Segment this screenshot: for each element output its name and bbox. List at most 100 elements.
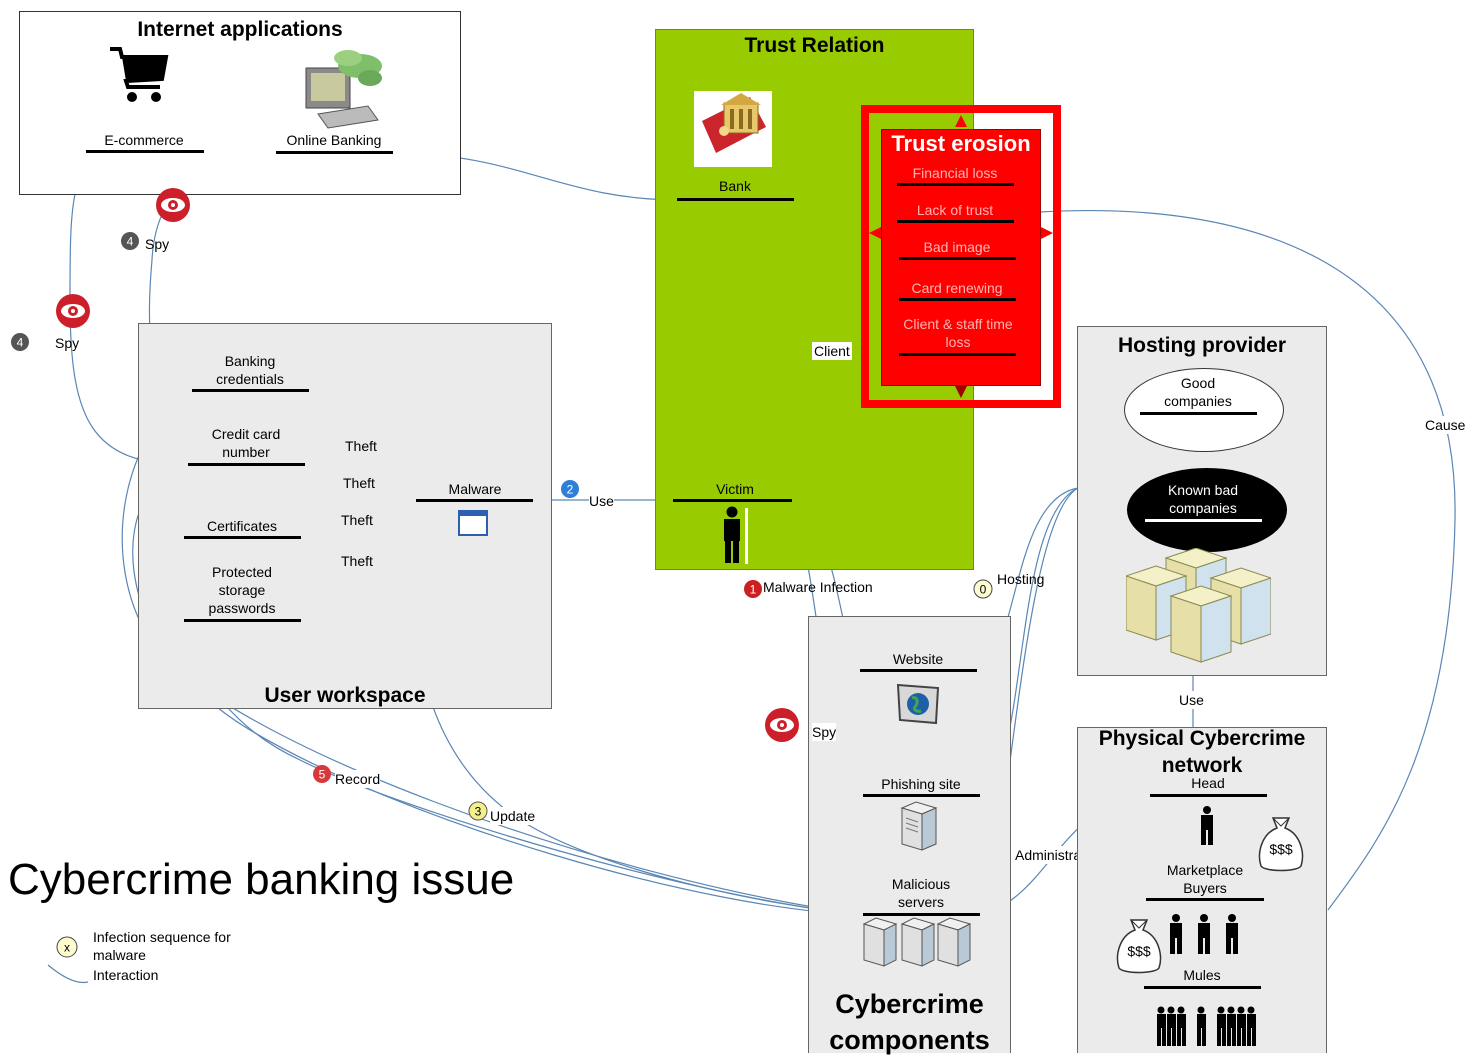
svg-text:5: 5 <box>319 768 326 782</box>
phishing-site-label: Phishing site <box>881 776 961 792</box>
spy-eye-icon <box>156 188 190 222</box>
theft-label-1: Theft <box>345 438 377 454</box>
svg-text:2: 2 <box>567 483 574 497</box>
cybercrime-components-title: Cybercrime components <box>829 989 990 1055</box>
erosion-underline-5 <box>899 353 1016 356</box>
svg-text:$$$: $$$ <box>1127 943 1151 959</box>
mules-people-icon <box>1157 1006 1256 1046</box>
connector-record <box>132 464 867 916</box>
good-companies-underline <box>1140 412 1257 415</box>
trust-erosion-title: Trust erosion <box>891 131 1031 156</box>
physical-network-panel <box>1077 727 1327 1053</box>
hosting-provider-title: Hosting provider <box>1117 334 1286 357</box>
legend-step-marker: x <box>56 936 78 958</box>
good-companies-label: Good companies <box>1164 375 1232 409</box>
trust-erosion-frame <box>861 105 1061 408</box>
certificates-underline <box>184 536 301 539</box>
erosion-item-time-loss: Client & staff time loss <box>903 316 1013 350</box>
certificates-label: Certificates <box>206 518 278 534</box>
client-label: Client <box>812 342 852 360</box>
spy-eye-icon <box>765 708 799 742</box>
banking-credentials-label: Banking credentials <box>216 353 284 387</box>
malware-label: Malware <box>448 481 502 497</box>
money-bag-icon: $$$ <box>1116 919 1162 974</box>
physical-network-title: Physical Cybercrime network <box>1098 727 1306 777</box>
erosion-item-card-renewing: Card renewing <box>911 280 1003 296</box>
marketplace-buyers-label: Marketplace Buyers <box>1166 862 1244 896</box>
head-underline <box>1150 794 1267 797</box>
servers-icon <box>862 917 972 967</box>
good-companies-ellipse <box>1124 368 1284 452</box>
person-icon <box>1201 806 1213 845</box>
step-2-marker: 2 <box>561 480 579 498</box>
erosion-underline-3 <box>899 257 1016 260</box>
step-3-marker: 3 <box>468 801 488 821</box>
internet-applications-panel <box>19 11 461 195</box>
legend-interaction-label: Interaction <box>93 967 159 983</box>
victim-label: Victim <box>716 481 754 497</box>
mules-label: Mules <box>1183 967 1221 983</box>
malicious-servers-label: Malicious servers <box>891 876 951 910</box>
erosion-underline-1 <box>897 183 1014 186</box>
connector-cause <box>1039 209 1456 911</box>
theft-label-2: Theft <box>343 475 375 491</box>
online-banking-icon <box>305 50 382 129</box>
step-0-marker: 0 <box>973 579 993 599</box>
phishing-site-underline <box>863 794 980 797</box>
svg-text:3: 3 <box>475 805 482 819</box>
step-5-marker: 5 <box>313 765 331 783</box>
head-label: Head <box>1191 775 1225 791</box>
erosion-underline-2 <box>897 220 1014 223</box>
server-icon <box>900 801 938 851</box>
money-bag-icon: $$$ <box>1258 817 1304 872</box>
spy-label-3: Spy <box>812 723 837 741</box>
online-banking-label: Online Banking <box>286 132 382 148</box>
ecommerce-label: E-commerce <box>104 132 184 148</box>
user-workspace-title: User workspace <box>264 684 426 707</box>
protected-storage-underline <box>184 619 301 622</box>
website-underline <box>860 669 977 672</box>
spy-eye-icon <box>56 294 90 328</box>
svg-text:x: x <box>64 941 70 955</box>
theft-label-3: Theft <box>341 512 373 528</box>
theft-label-4: Theft <box>341 553 373 569</box>
svg-text:0: 0 <box>980 583 987 597</box>
globe-icon <box>896 683 940 725</box>
step-4-marker: 4 <box>121 232 139 250</box>
buyers-people-icon <box>1170 914 1238 954</box>
person-icon <box>724 506 748 564</box>
step-1-marker: 1 <box>744 580 762 598</box>
shopping-cart-icon <box>110 47 169 102</box>
credit-card-label: Credit card number <box>211 426 281 460</box>
malware-underline <box>416 499 533 502</box>
bank-label: Bank <box>719 178 751 194</box>
svg-text:4: 4 <box>127 235 134 249</box>
bank-underline <box>677 198 794 201</box>
banking-credentials-underline <box>192 389 309 392</box>
update-label: Update <box>490 807 536 825</box>
spy-label-1: Spy <box>145 236 170 252</box>
step-4-marker: 4 <box>11 333 29 351</box>
hosting-label: Hosting <box>997 571 1045 587</box>
online-banking-underline <box>276 151 393 154</box>
server-rack-icon <box>1126 548 1271 663</box>
erosion-item-financial-loss: Financial loss <box>912 165 998 181</box>
diagram-title: Cybercrime banking issue <box>8 855 515 904</box>
legend-interaction-line <box>47 964 89 984</box>
malware-infection-label: Malware Infection <box>763 579 873 595</box>
victim-underline <box>673 499 792 502</box>
buyers-underline <box>1146 898 1264 901</box>
window-icon <box>458 510 488 536</box>
cause-label: Cause <box>1425 416 1466 434</box>
mules-underline <box>1144 986 1261 989</box>
erosion-underline-4 <box>899 298 1016 301</box>
record-label: Record <box>335 770 381 788</box>
internet-applications-title: Internet applications <box>137 18 343 41</box>
trust-relation-title: Trust Relation <box>744 34 885 57</box>
protected-storage-label: Protected storage passwords <box>208 564 276 616</box>
credit-card-underline <box>188 463 305 466</box>
svg-text:4: 4 <box>17 336 24 350</box>
legend-infection-label: Infection sequence for malware <box>93 929 231 963</box>
use-label-1: Use <box>589 492 614 510</box>
use-label-2: Use <box>1179 691 1204 709</box>
